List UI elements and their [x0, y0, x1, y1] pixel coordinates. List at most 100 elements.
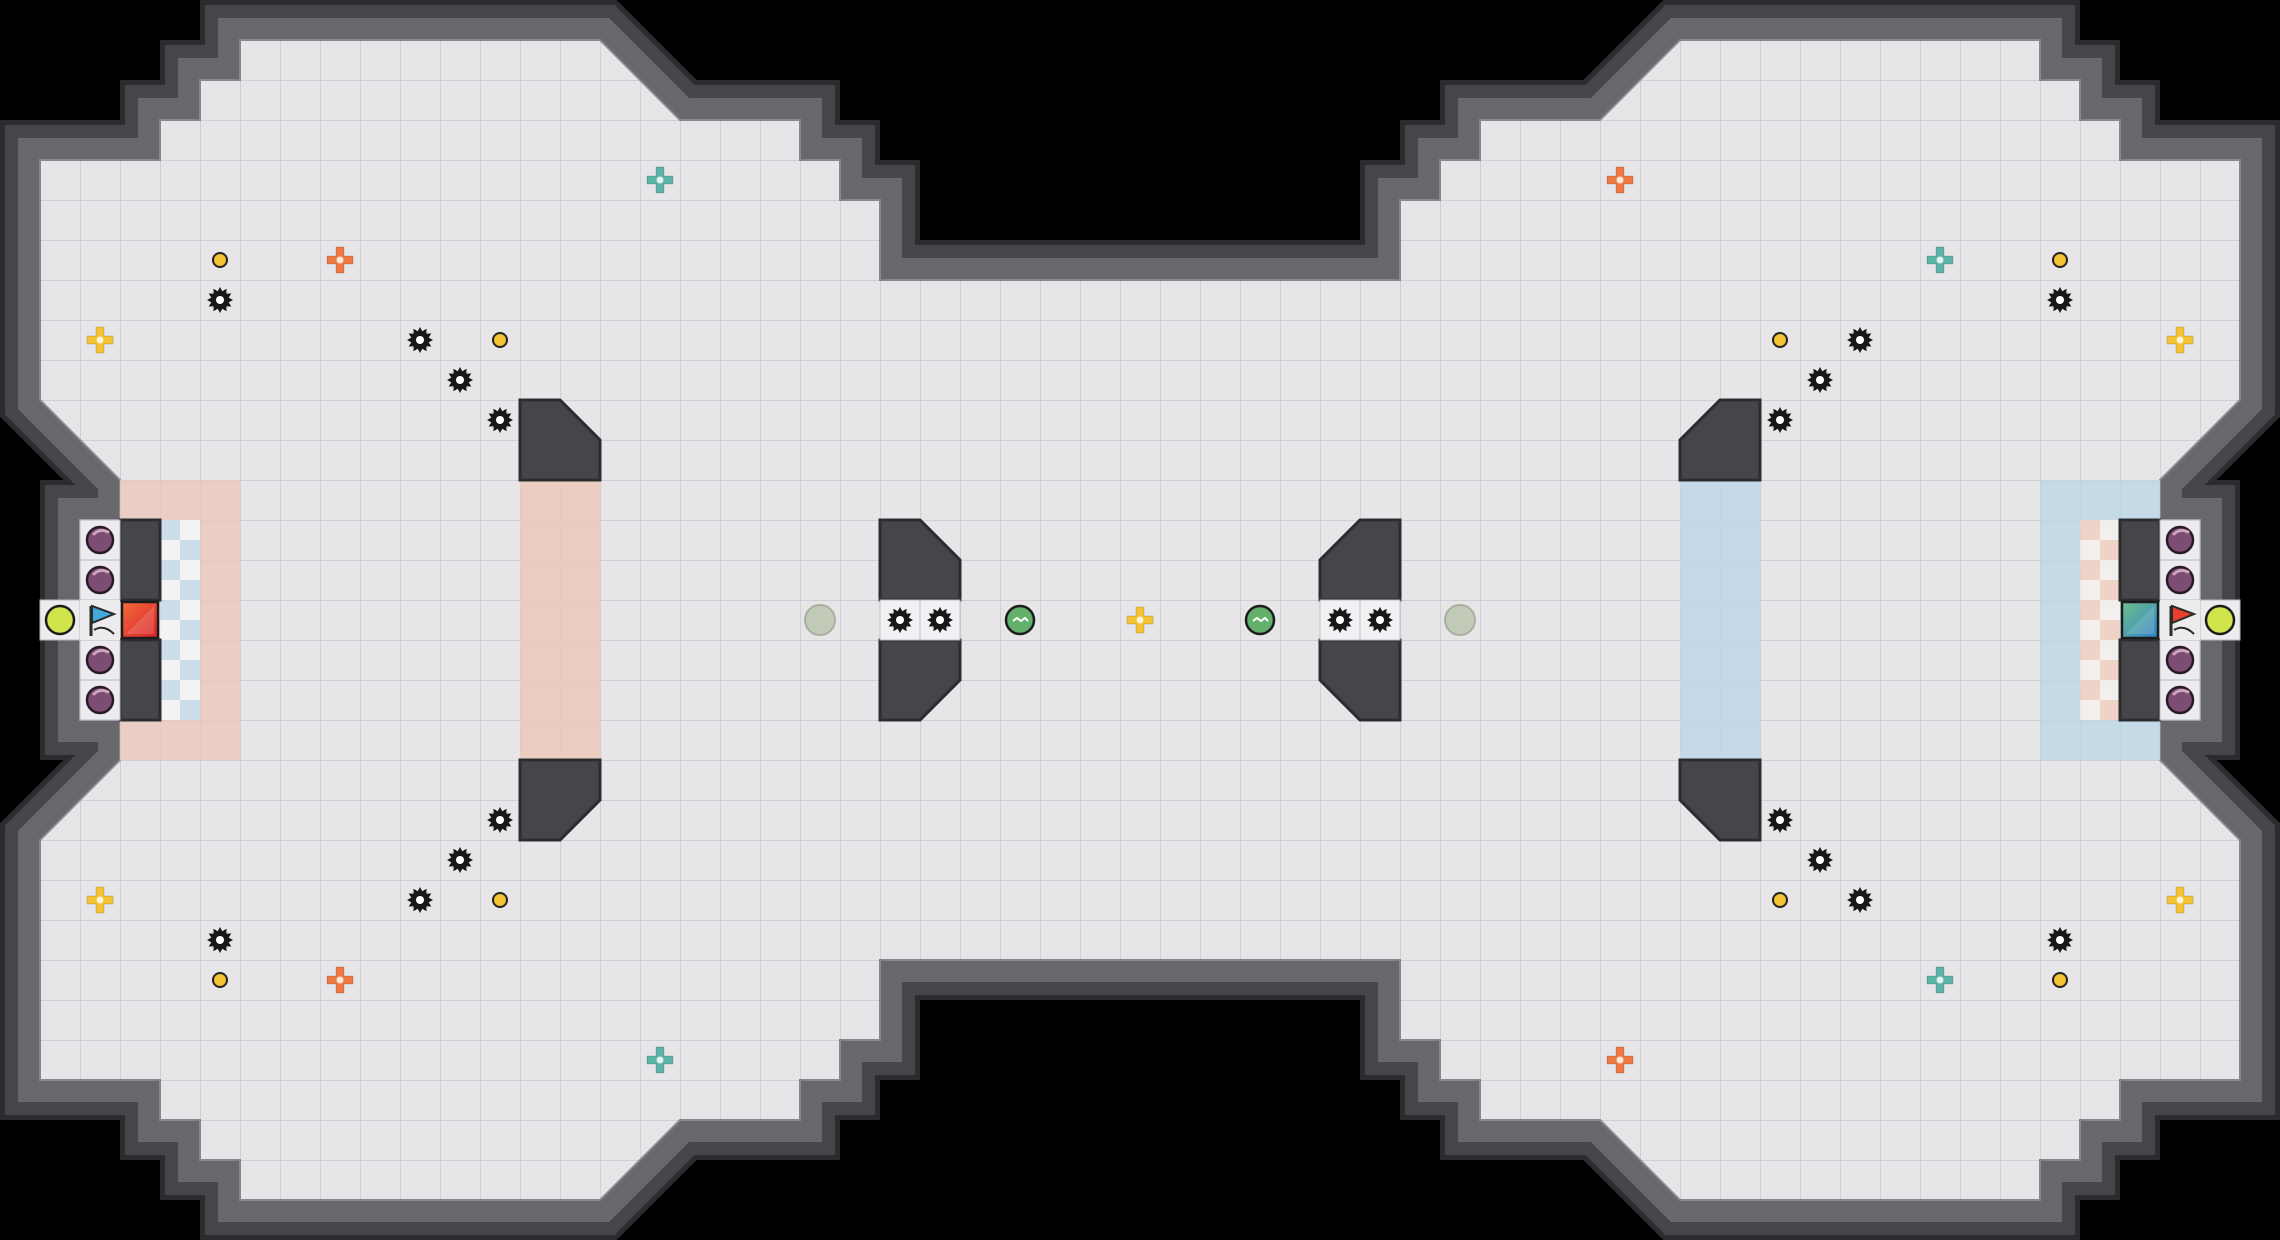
bomb-icon: [2159, 679, 2201, 721]
team-zone-layer: [120, 480, 2160, 760]
bomb-icon: [79, 559, 121, 601]
spike-center: [1776, 816, 1784, 824]
powerup-icon: [326, 246, 354, 274]
gate-button-wave: [1012, 616, 1029, 623]
small-boost-core: [492, 332, 508, 348]
powerup-icon: [326, 966, 354, 994]
spike-center: [416, 336, 424, 344]
powerup-icon: [646, 1046, 674, 1074]
gate-block: [518, 398, 602, 482]
small-boost-icon: [212, 252, 228, 268]
spike-icon: [1847, 887, 1873, 913]
spike-tile: [879, 599, 921, 641]
bomb-shine: [2172, 688, 2190, 696]
powerup-icon: [1926, 246, 1954, 274]
small-boost-icon: [1772, 892, 1788, 908]
team-ball-icon: [39, 599, 81, 641]
spike-center: [1856, 336, 1864, 344]
boost-pad-icon: [86, 326, 114, 354]
spike-icon: [487, 807, 513, 833]
zone-grid: [1680, 480, 1760, 760]
portal-icon: [804, 604, 836, 636]
spike-tile-bg: [879, 599, 921, 641]
spike-center: [2056, 296, 2064, 304]
bomb-shine: [92, 568, 110, 576]
spike-icon: [1327, 607, 1353, 633]
powerup-icon: [1926, 966, 1954, 994]
small-boost-core: [212, 972, 228, 988]
bomb-icon: [2159, 559, 2201, 601]
spike-icon: [1767, 407, 1793, 433]
small-boost-core: [2052, 252, 2068, 268]
powerup-icon-dot: [656, 1056, 664, 1064]
spike-icon: [447, 847, 473, 873]
gate-block: [1678, 758, 1762, 842]
spike-icon: [887, 607, 913, 633]
portal-body: [804, 604, 836, 636]
boost-pad-icon: [86, 886, 114, 914]
team-ball-body: [44, 604, 76, 636]
spike-icon: [207, 927, 233, 953]
spike-icon: [407, 327, 433, 353]
spike-icon: [1367, 607, 1393, 633]
powerup-icon: [646, 166, 674, 194]
gate-block: [518, 758, 602, 842]
flag-base: [2173, 626, 2195, 635]
spike-center: [216, 296, 224, 304]
small-boost-icon: [212, 972, 228, 988]
spike-center: [456, 376, 464, 384]
powerup-icon-dot: [1616, 176, 1624, 184]
flag-cloth: [91, 604, 117, 625]
center-block: [878, 518, 962, 602]
boost-pad-icon: [2166, 886, 2194, 914]
base-wall: [2118, 518, 2162, 602]
flag-icon: [2160, 600, 2200, 640]
endzone-body: [2120, 600, 2160, 640]
portal-body: [1444, 604, 1476, 636]
small-boost-icon: [2052, 972, 2068, 988]
flag-base: [93, 626, 115, 635]
bomb-shine: [2172, 568, 2190, 576]
spike-icon: [927, 607, 953, 633]
boost-pad-icon-dot: [2176, 896, 2184, 904]
bomb-icon: [2159, 519, 2201, 561]
bomb-icon: [2159, 639, 2201, 681]
spike-icon: [2047, 927, 2073, 953]
bomb-shine: [92, 528, 110, 536]
bomb-shine: [92, 688, 110, 696]
base-wall: [2118, 638, 2162, 722]
bomb-shine: [2172, 528, 2190, 536]
spike-center: [496, 416, 504, 424]
spike-center: [896, 616, 904, 624]
bomb-icon: [79, 519, 121, 561]
spike-center: [1776, 416, 1784, 424]
spike-icon: [407, 887, 433, 913]
spike-center: [456, 856, 464, 864]
small-boost-core: [2052, 972, 2068, 988]
powerup-icon-dot: [1936, 256, 1944, 264]
bomb-icon: [79, 639, 121, 681]
entity-layer: [39, 166, 2241, 1074]
endzone-body: [120, 600, 160, 640]
spike-center: [1816, 856, 1824, 864]
flag-cloth: [2171, 604, 2197, 625]
spike-icon: [207, 287, 233, 313]
spike-center: [1856, 896, 1864, 904]
small-boost-icon: [492, 332, 508, 348]
small-boost-core: [212, 252, 228, 268]
base-wall: [118, 638, 162, 722]
spike-center: [416, 896, 424, 904]
portal-icon: [1444, 604, 1476, 636]
boost-pad-icon-dot: [96, 336, 104, 344]
flag-icon: [80, 600, 120, 640]
powerup-icon: [1606, 166, 1634, 194]
endzone-icon: [120, 600, 160, 640]
boost-pad-icon-dot: [2176, 336, 2184, 344]
spike-center: [1376, 616, 1384, 624]
spike-center: [1336, 616, 1344, 624]
base-wall: [118, 518, 162, 602]
team-ball-body: [2204, 604, 2236, 636]
gate-block: [1678, 398, 1762, 482]
spike-center: [216, 936, 224, 944]
spike-icon: [1807, 367, 1833, 393]
